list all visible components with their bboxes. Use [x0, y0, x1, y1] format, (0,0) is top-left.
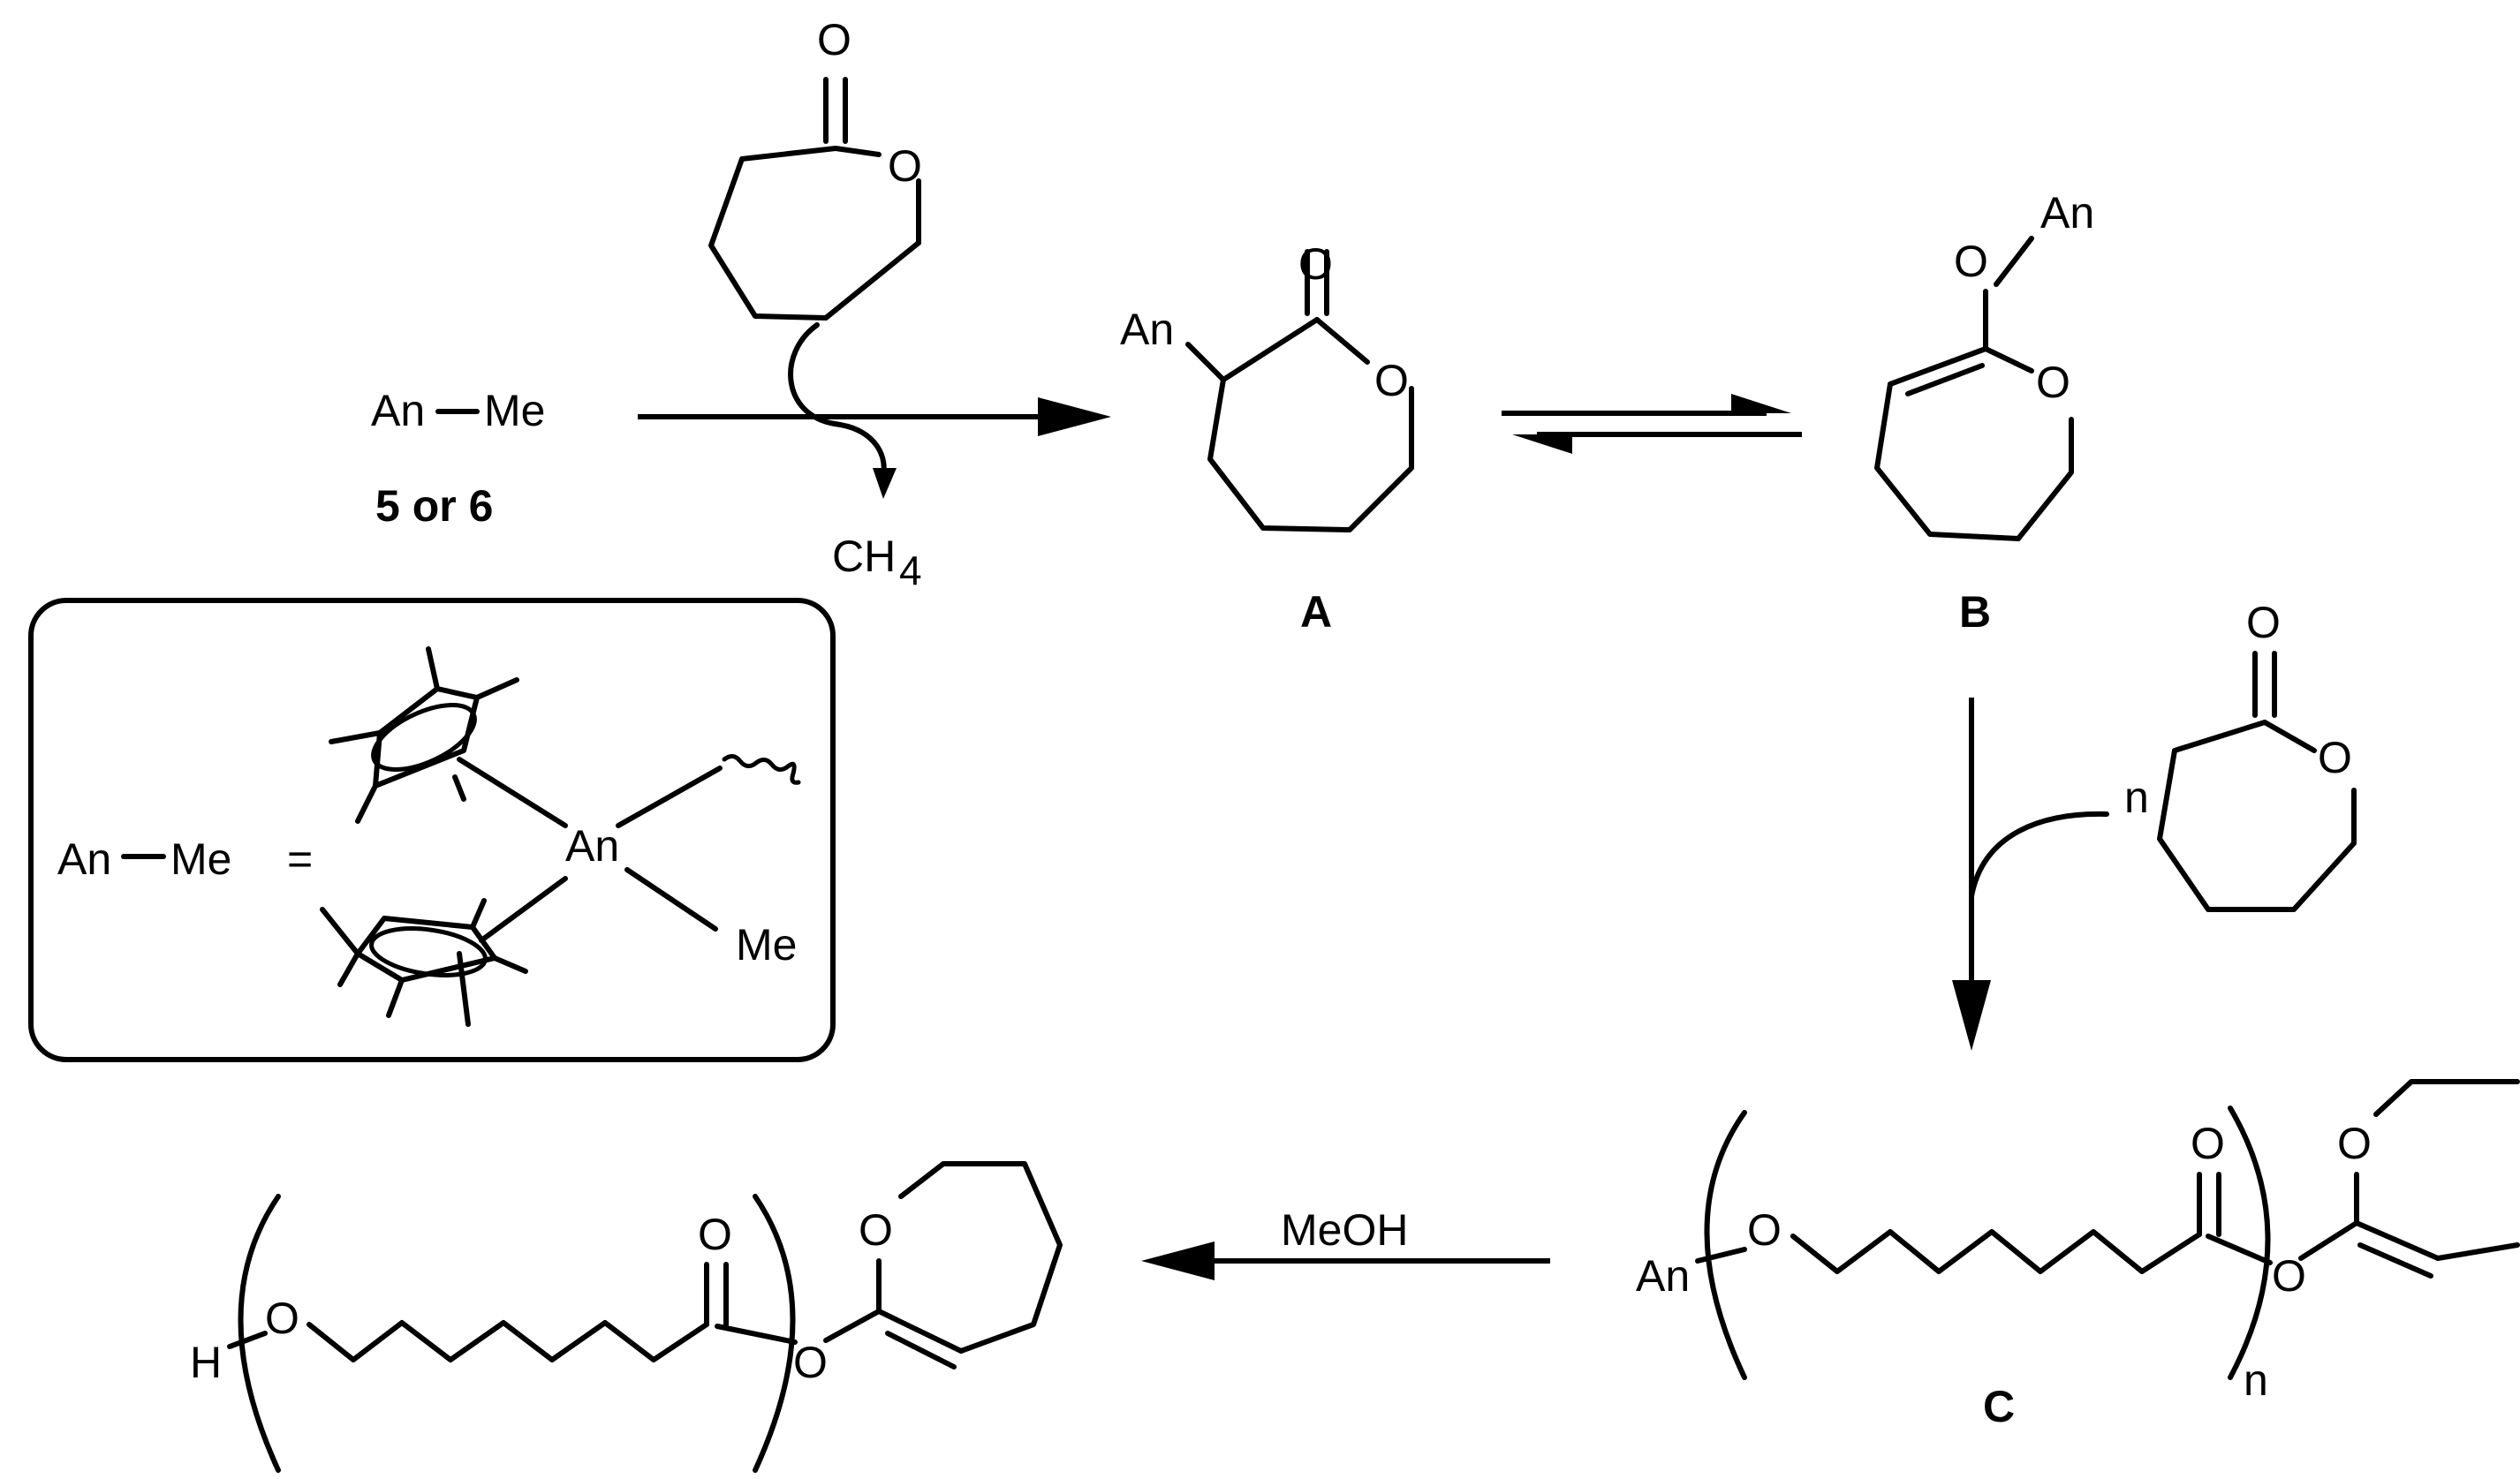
product-ester-o: O [793, 1338, 828, 1387]
ring-o-top: O [888, 141, 922, 191]
B-an-substituent: An [2040, 188, 2094, 238]
an-me-me: Me [484, 386, 545, 435]
A-ring-o: O [1374, 356, 1409, 405]
cp-star-ring-lower [320, 876, 568, 1027]
caprolactone-reagent-n: O O n [2124, 598, 2357, 912]
an-me-reagent: An Me 5 or 6 [371, 386, 545, 531]
product-carbonyl-o: O [698, 1210, 732, 1259]
intermediate-B: O An O B [1874, 188, 2094, 637]
product-ring-o: O [859, 1205, 893, 1255]
inset-equals: = [287, 834, 313, 884]
final-product: H O O O O [190, 1161, 1063, 1473]
A-carbonyl-o: O [1298, 239, 1333, 289]
inset-metal-an: An [565, 821, 619, 871]
cp-star-ring-upper [329, 646, 568, 828]
product-chain-o: O [265, 1294, 299, 1343]
C-n-subscript: n [2244, 1355, 2268, 1405]
arrow-to-A [638, 397, 1111, 436]
caprolactone-reagent-top: O O [708, 15, 922, 499]
intermediate-C: An O O n O O C [1636, 1079, 2520, 1431]
methanol-reagent: MeOH [1281, 1205, 1408, 1255]
arrow-methanolysis: MeOH [1141, 1205, 1550, 1280]
catalyst-definition-inset: An Me = An M [28, 598, 836, 1062]
compound-id-5-or-6: 5 or 6 [375, 481, 493, 531]
arrow-B-to-C [1952, 698, 2109, 1051]
wavy-bond-icon [722, 754, 801, 785]
intermediate-A: O O An A [1120, 239, 1414, 637]
C-carbonyl-o: O [2191, 1119, 2225, 1168]
A-an-substituent: An [1120, 305, 1174, 354]
an-me-an: An [371, 386, 425, 435]
label-C: C [1983, 1382, 2015, 1431]
B-ether-o: O [1954, 237, 1988, 286]
C-chain-o: O [1747, 1205, 1782, 1255]
svg-text:4: 4 [899, 547, 922, 593]
B-ring-o: O [2036, 358, 2070, 407]
inset-me: Me [170, 834, 231, 884]
n-ring-o: O [2318, 733, 2352, 782]
n-carbonyl-o: O [2246, 598, 2281, 647]
svg-text:CH: CH [832, 532, 896, 581]
inset-an: An [57, 834, 111, 884]
inset-methyl-me: Me [736, 920, 797, 970]
label-A: A [1300, 587, 1332, 637]
n-repeat-count: n [2124, 773, 2149, 822]
methane-byproduct: CH 4 [832, 532, 922, 593]
C-ring-o: O [2337, 1119, 2372, 1168]
C-an: An [1636, 1251, 1690, 1301]
carbonyl-o-top: O [817, 15, 851, 64]
product-h: H [190, 1338, 222, 1387]
label-B: B [1959, 587, 1991, 637]
equilibrium-arrows [1502, 394, 1802, 454]
